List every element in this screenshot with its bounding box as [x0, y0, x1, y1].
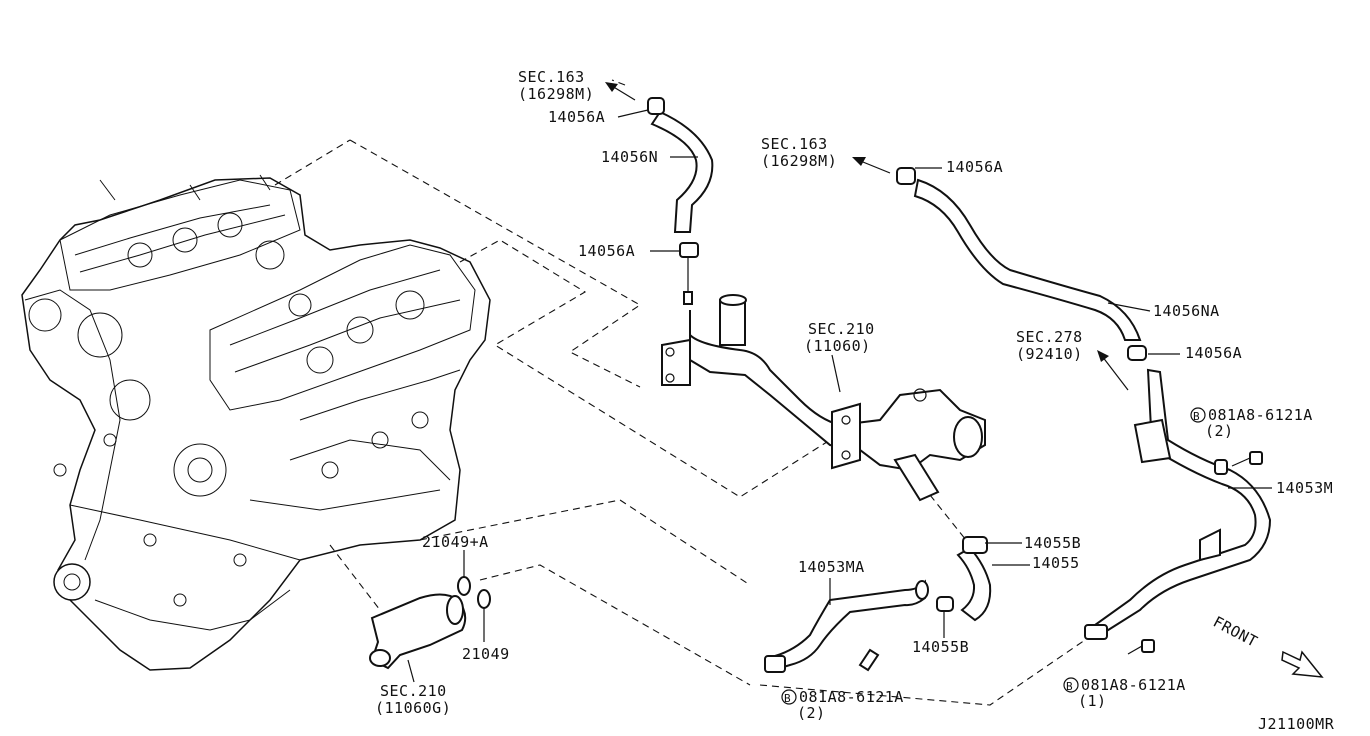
front-label: FRONT — [1210, 613, 1261, 651]
bolt-callout-1: B 081A8-6121A (2) — [1190, 406, 1313, 440]
engine-assembly — [21, 174, 491, 671]
nipple — [683, 291, 693, 305]
elbow-11060g — [369, 593, 467, 670]
bolt-callout-2: B 081A8-6121A (2) — [781, 688, 904, 722]
bolt-callout-3: B 081A8-6121A (1) — [1063, 676, 1186, 710]
label-sec210-bottom: SEC.210 — [380, 682, 447, 700]
clamp-14055b-upper — [962, 536, 988, 554]
label-sec163-a-sub: (16298M) — [518, 85, 594, 103]
label-14056na: 14056NA — [1153, 302, 1220, 320]
dashed-leaders — [274, 79, 1086, 706]
label-sec163-b-sub: (16298M) — [761, 152, 837, 170]
label-bolt-2-qty: (2) — [797, 704, 826, 722]
hose-14055 — [956, 546, 992, 622]
diagram-id: J21100MR — [1258, 715, 1335, 733]
bolt-marker-1: B — [1193, 410, 1200, 423]
gasket-21049a — [457, 576, 471, 596]
water-outlet-11060 — [661, 294, 986, 502]
label-21049: 21049 — [462, 645, 510, 663]
clamp-14056a-low — [1127, 345, 1147, 361]
front-indicator: FRONT — [1210, 613, 1324, 678]
label-21049a: 21049+A — [422, 533, 489, 551]
label-sec210-top-sub: (11060) — [804, 337, 871, 355]
clamp-14056a-top — [647, 97, 665, 115]
direction-arrows — [605, 82, 1129, 391]
label-14056a-2: 14056A — [578, 242, 635, 260]
label-sec210-bottom-sub: (11060G) — [375, 699, 451, 717]
bolt-marker-2: B — [784, 692, 791, 705]
label-bolt-1: 081A8-6121A — [1208, 406, 1313, 424]
label-bolt-3-qty: (1) — [1078, 692, 1107, 710]
pipe-14053m — [1084, 368, 1272, 640]
label-sec210-top: SEC.210 — [808, 320, 875, 338]
front-arrow-icon — [1281, 650, 1324, 678]
label-sec163-a: SEC.163 — [518, 68, 585, 86]
label-bolt-1-qty: (2) — [1205, 422, 1234, 440]
gasket-21049 — [477, 589, 491, 609]
label-bolt-2: 081A8-6121A — [799, 688, 904, 706]
bolt-right-lower — [1127, 639, 1155, 655]
hose-14056na — [913, 178, 1142, 341]
bolt-marker-3: B — [1066, 680, 1073, 693]
label-sec278: SEC.278 — [1016, 328, 1083, 346]
clamp-14056a-mid — [679, 242, 699, 258]
label-sec278-sub: (92410) — [1016, 345, 1083, 363]
label-14056a-4: 14056A — [1185, 344, 1242, 362]
pipe-14053ma — [764, 579, 929, 673]
label-14056a-3: 14056A — [946, 158, 1003, 176]
label-14055b-2: 14055B — [912, 638, 969, 656]
clamp-14056a-right — [896, 167, 916, 185]
label-14055b-1: 14055B — [1024, 534, 1081, 552]
leader-lines — [407, 109, 1272, 683]
bolt-right-upper — [1231, 451, 1263, 467]
label-14055: 14055 — [1032, 554, 1080, 572]
label-group: SEC.163 (16298M) 14056A 14056N 14056A SE… — [375, 68, 1335, 733]
label-14056n: 14056N — [601, 148, 658, 166]
hose-14056n — [650, 110, 714, 233]
label-bolt-3: 081A8-6121A — [1081, 676, 1186, 694]
label-14056a-1: 14056A — [548, 108, 605, 126]
label-14053ma: 14053MA — [798, 558, 865, 576]
label-sec163-b: SEC.163 — [761, 135, 828, 153]
clamp-14055b-lower — [936, 596, 954, 612]
label-14053m: 14053M — [1276, 479, 1333, 497]
